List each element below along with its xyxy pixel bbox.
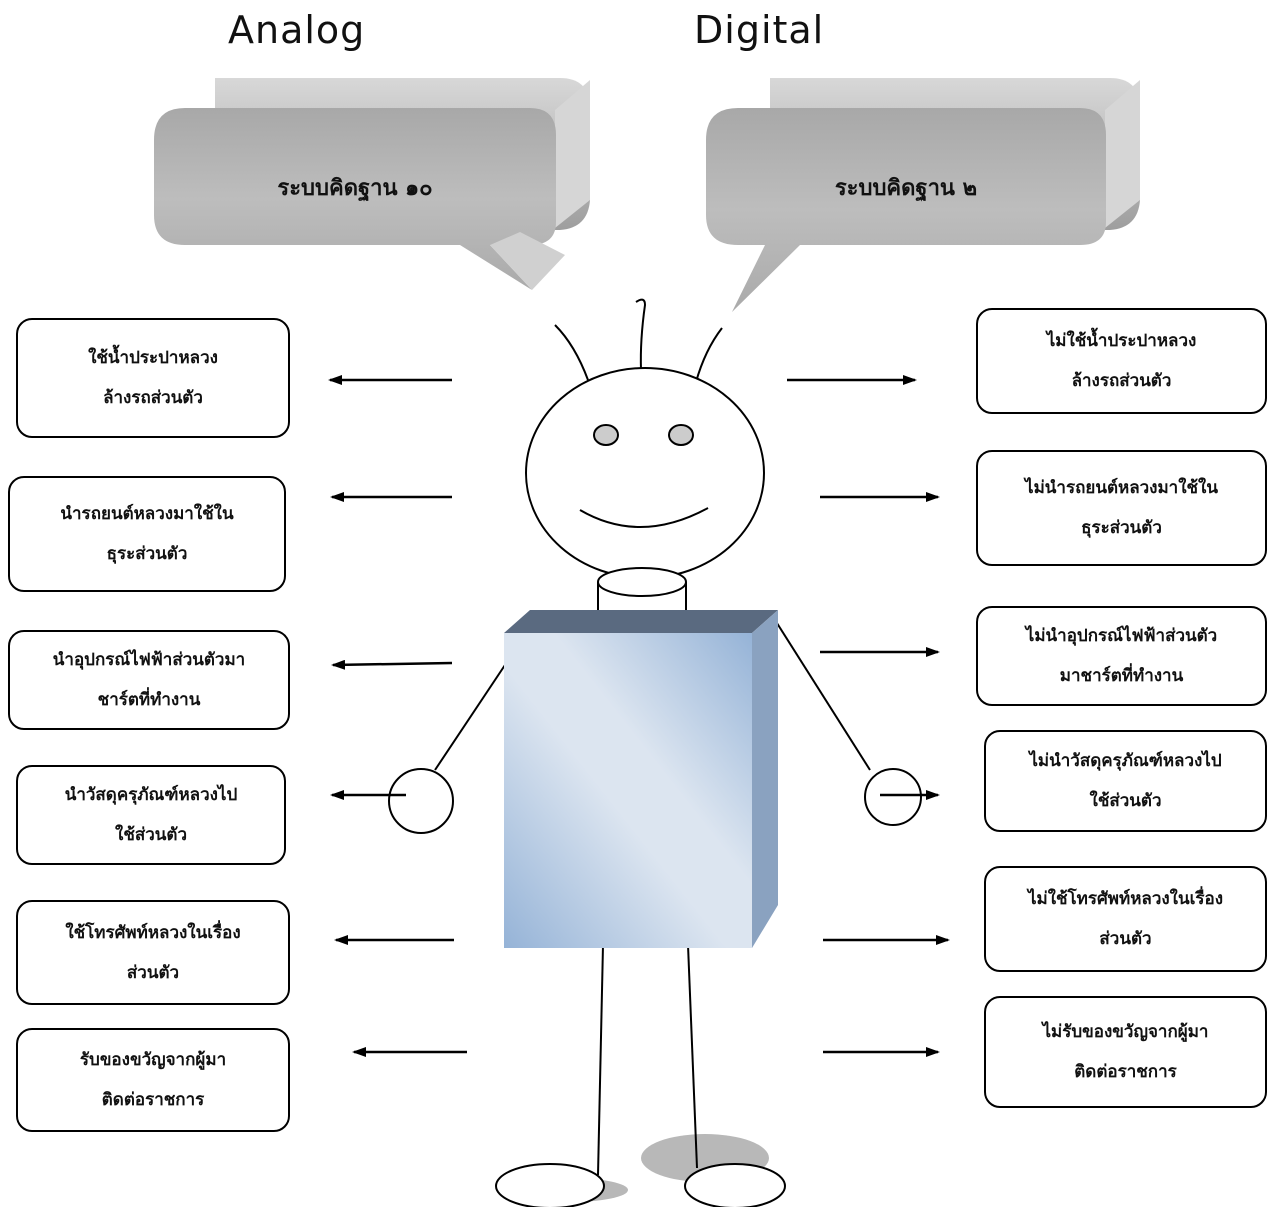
heading-digital: Digital [694,8,825,52]
hair-strand-middle [635,298,647,371]
left-box-2-line2: ธุระส่วนตัว [106,544,188,564]
head [525,367,765,579]
arrow-left-3 [331,659,453,670]
right-box-5: ไม่ใช้โทรศัพท์หลวงในเรื่อง ส่วนตัว [984,866,1267,972]
arm-right [774,619,871,771]
right-box-2-line1: ไม่นำรถยนต์หลวงมาใช้ใน [1025,478,1218,498]
bubble-right-face [706,108,1106,312]
right-box-6: ไม่รับของขวัญจากผู้มา ติดต่อราชการ [984,996,1267,1108]
right-box-2-line2: ธุระส่วนตัว [1081,518,1162,538]
right-box-4-line2: ใช้ส่วนตัว [1089,791,1162,811]
right-box-1-line2: ล้างรถส่วนตัว [1071,371,1172,391]
eye-left [593,424,619,446]
bubble-left-tail-side [490,232,565,290]
left-box-3-line1: นำอุปกรณ์ไฟฟ้าส่วนตัวมา [52,650,246,670]
body-box [504,610,778,948]
right-box-4-line1: ไม่นำวัสดุครุภัณฑ์หลวงไป [1029,751,1222,771]
left-box-6-line1: รับของขวัญจากผู้มา [79,1050,227,1070]
speech-bubble-right [706,78,1140,312]
leg-left [597,944,604,1176]
right-box-3-line2: มาชาร์ตที่ทำงาน [1059,666,1184,686]
bubble-left-label: ระบบคิดฐาน ๑๐ [277,176,433,201]
hand-right [864,768,922,826]
right-box-5-line1: ไม่ใช้โทรศัพท์หลวงในเรื่อง [1027,889,1224,909]
right-box-3-line1: ไม่นำอุปกรณ์ไฟฟ้าส่วนตัว [1025,626,1218,646]
left-box-1-line1: ใช้น้ำประปาหลวง [88,348,218,368]
right-box-6-line2: ติดต่อราชการ [1074,1062,1177,1082]
left-box-1-line2: ล้างรถส่วนตัว [103,388,203,408]
body-top-face [504,610,778,633]
bubble-right-side [1105,80,1140,228]
bubble-right-label: ระบบคิดฐาน ๒ [834,176,978,201]
left-box-6-line2: ติดต่อราชการ [101,1090,205,1110]
body-front-face [504,633,752,948]
left-box-3: นำอุปกรณ์ไฟฟ้าส่วนตัวมา ชาร์ตที่ทำงาน [8,630,290,730]
speech-bubble-left [154,78,590,290]
foot-left [495,1163,605,1207]
heading-analog: Analog [228,8,366,52]
foot-right [684,1163,786,1207]
left-box-4-line2: ใช้ส่วนตัว [115,825,187,845]
stick-figure [388,298,922,1207]
left-box-4: นำวัสดุครุภัณฑ์หลวงไป ใช้ส่วนตัว [16,765,286,865]
mouth [579,507,709,528]
neck-top [597,567,687,597]
left-box-1: ใช้น้ำประปาหลวง ล้างรถส่วนตัว [16,318,290,438]
bubble-left-face [154,108,556,290]
right-box-6-line1: ไม่รับของขวัญจากผู้มา [1042,1022,1209,1042]
right-box-1-line1: ไม่ใช้น้ำประปาหลวง [1046,331,1197,351]
left-box-4-line1: นำวัสดุครุภัณฑ์หลวงไป [64,785,238,805]
right-arrows [787,375,950,1057]
left-box-2-line1: นำรถยนต์หลวงมาใช้ใน [60,504,234,524]
eye-right [668,424,694,446]
right-box-1: ไม่ใช้น้ำประปาหลวง ล้างรถส่วนตัว [976,308,1267,414]
left-box-2: นำรถยนต์หลวงมาใช้ใน ธุระส่วนตัว [8,476,286,592]
bubble-left-side [555,80,590,228]
hair-strand-right [695,327,723,383]
left-box-5: ใช้โทรศัพท์หลวงในเรื่อง ส่วนตัว [16,900,290,1005]
left-box-5-line1: ใช้โทรศัพท์หลวงในเรื่อง [65,922,241,943]
neck-sides [597,582,687,612]
hand-left [388,768,454,834]
right-box-2: ไม่นำรถยนต์หลวงมาใช้ใน ธุระส่วนตัว [976,450,1267,566]
body-side-face [752,610,778,948]
right-box-4: ไม่นำวัสดุครุภัณฑ์หลวงไป ใช้ส่วนตัว [984,730,1267,832]
right-box-3: ไม่นำอุปกรณ์ไฟฟ้าส่วนตัว มาชาร์ตที่ทำงาน [976,606,1267,706]
left-box-6: รับของขวัญจากผู้มา ติดต่อราชการ [16,1028,290,1132]
left-box-5-line2: ส่วนตัว [126,962,180,983]
left-box-3-line2: ชาร์ตที่ทำงาน [97,690,201,710]
left-arrows [328,375,467,1057]
leg-right [687,944,698,1169]
right-box-5-line2: ส่วนตัว [1099,929,1152,949]
hair-strand-left [554,324,589,381]
